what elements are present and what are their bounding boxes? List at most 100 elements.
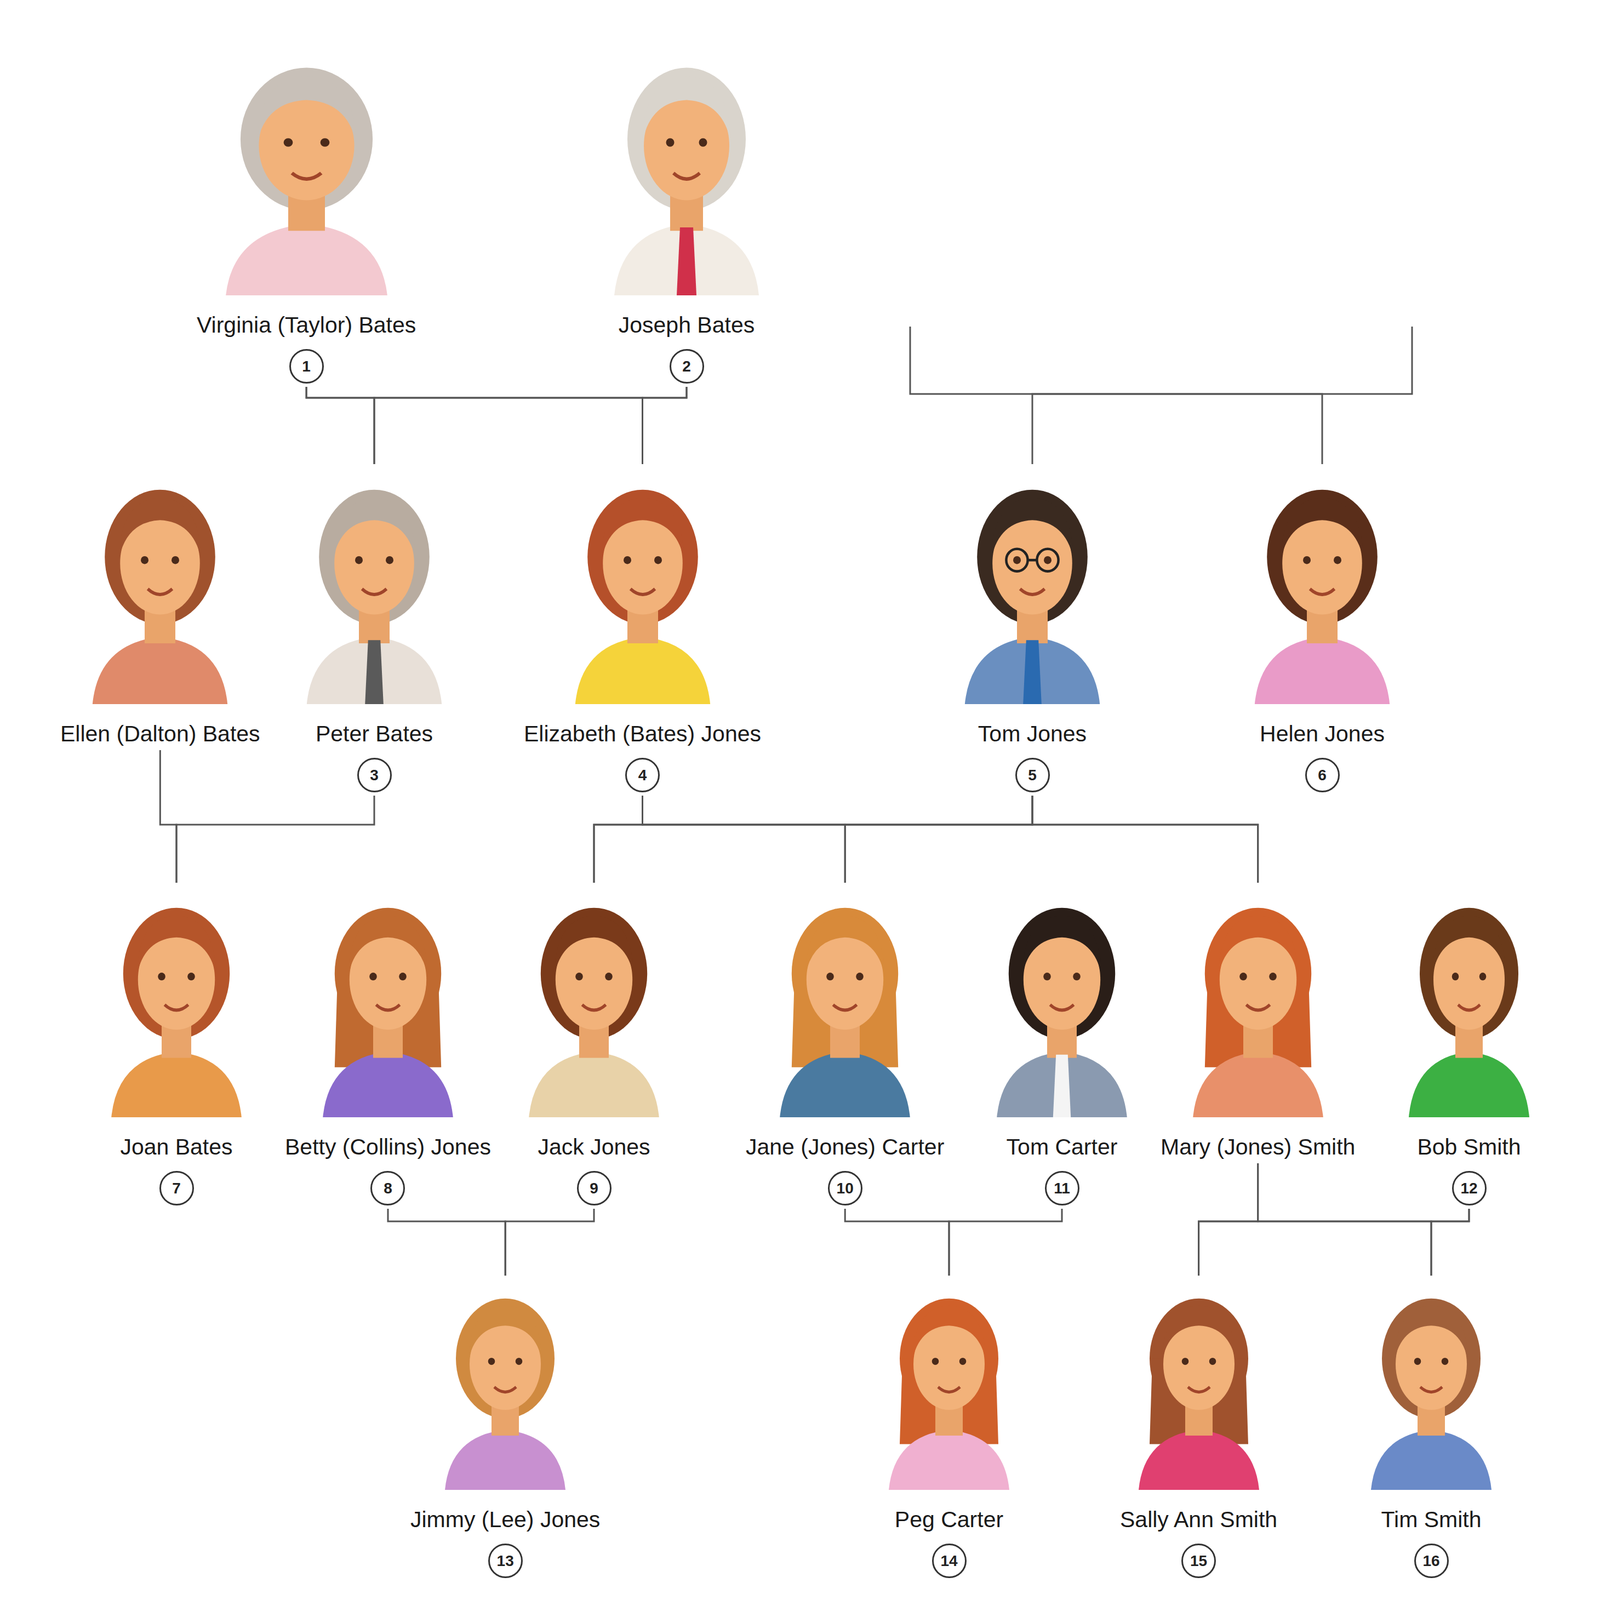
glasses: [1027, 558, 1038, 562]
portrait-illustration: [297, 464, 451, 705]
eye: [666, 138, 675, 147]
number-circle: 2: [669, 349, 705, 384]
person-card: Joseph Bates 2: [604, 40, 769, 387]
hair-top: [601, 497, 684, 560]
number-circle: 12: [1452, 1170, 1487, 1206]
hair-back: [976, 489, 1088, 625]
portrait-illustration: [987, 882, 1136, 1118]
eye: [855, 972, 864, 981]
clothing: [1370, 1430, 1492, 1490]
callout-number: 9: [589, 1180, 599, 1197]
family-connector: [1431, 1208, 1470, 1276]
person-card: Ellen (Dalton) Bates: [60, 464, 261, 751]
callout-number: 6: [1317, 767, 1327, 784]
eye: [826, 972, 834, 981]
person-card: Tom Jones5: [955, 464, 1110, 796]
callout-number: 15: [1190, 1552, 1208, 1570]
mouth: [291, 173, 322, 180]
family-connector: [844, 795, 1033, 883]
callout-number: 14: [940, 1552, 958, 1570]
portrait-illustration: [436, 1275, 574, 1490]
person-card: Tim Smith16: [1362, 1275, 1500, 1582]
callout-number: 13: [496, 1552, 514, 1570]
eye: [1072, 972, 1081, 981]
hair-top: [1021, 915, 1102, 977]
eye: [1181, 1357, 1189, 1365]
eye: [1239, 972, 1248, 981]
person-name: Helen Jones: [1259, 720, 1385, 747]
eye: [187, 972, 196, 981]
eye: [515, 1357, 523, 1365]
clothing: [1138, 1430, 1260, 1490]
clothing: [779, 1051, 911, 1118]
family-connector: [306, 386, 643, 465]
mouth: [362, 589, 387, 595]
person-card: Bob Smith12: [1400, 882, 1538, 1209]
hair-back: [1266, 489, 1378, 625]
hair-top: [1218, 915, 1299, 977]
person-name: Joan Bates: [120, 1133, 233, 1160]
family-connector: [505, 1208, 594, 1276]
callout-number: 8: [383, 1180, 393, 1197]
mouth: [164, 1004, 188, 1011]
person-name: Peg Carter: [894, 1506, 1004, 1533]
person-card: Sally Ann Smith15: [1120, 1275, 1278, 1582]
hair-top: [553, 915, 634, 977]
hair-top: [118, 497, 202, 560]
portrait-illustration: [1400, 882, 1538, 1118]
number-circle: 4: [625, 757, 660, 793]
family-connector: [1198, 1208, 1470, 1276]
portrait-illustration: [880, 1275, 1018, 1490]
person-card: Peg Carter 14: [880, 1275, 1018, 1582]
eye: [171, 556, 180, 565]
hair-top: [1394, 1305, 1469, 1362]
clothing: [964, 636, 1100, 705]
person-name: Virginia (Taylor) Bates: [196, 311, 416, 339]
hair-back: [455, 1298, 555, 1419]
eye: [283, 138, 293, 147]
person-card: Jane (Jones) Carter10: [745, 882, 945, 1209]
number-circle: 5: [1015, 757, 1050, 793]
number-circle: 1: [289, 349, 324, 384]
mouth: [938, 1386, 960, 1392]
eye: [140, 556, 149, 565]
callout-number: 12: [1460, 1180, 1478, 1197]
family-connector: [593, 795, 1033, 883]
hair-back: [105, 489, 216, 625]
person-card: Mary (Jones) Smith: [1160, 882, 1356, 1164]
hair-top: [990, 497, 1074, 560]
clothing: [1254, 636, 1390, 705]
person-name: Jack Jones: [537, 1133, 650, 1160]
mouth: [1049, 1004, 1074, 1011]
number-circle: 11: [1044, 1170, 1080, 1206]
portrait-illustration: [1184, 882, 1333, 1118]
family-connector: [176, 795, 375, 883]
person-card: Jack Jones 9: [520, 882, 668, 1209]
mouth: [630, 589, 655, 595]
callout-number: 2: [682, 358, 691, 375]
hair-back: [540, 907, 648, 1040]
portrait-illustration: [83, 464, 237, 705]
eye: [1043, 972, 1051, 981]
family-connector: [160, 750, 177, 883]
necktie: [1023, 640, 1042, 705]
eye: [355, 556, 363, 565]
hair-back: [1419, 907, 1519, 1040]
eye: [575, 972, 584, 981]
portrait-illustration: [566, 464, 720, 705]
eye: [1043, 556, 1052, 565]
person-name: Peter Bates: [315, 720, 433, 747]
hair-top: [642, 76, 731, 143]
family-connector: [1032, 795, 1259, 883]
person-name: Jane (Jones) Carter: [745, 1133, 945, 1160]
eye: [1479, 972, 1487, 981]
person-card: Elizabeth (Bates) Jones4: [523, 464, 762, 796]
person-name: Joseph Bates: [618, 311, 755, 339]
number-circle: 15: [1181, 1543, 1216, 1579]
necktie: [1053, 1054, 1071, 1118]
hair-top: [256, 76, 357, 143]
clothing: [996, 1051, 1128, 1118]
hair-back: [240, 67, 373, 211]
person-name: Mary (Jones) Smith: [1160, 1133, 1356, 1160]
